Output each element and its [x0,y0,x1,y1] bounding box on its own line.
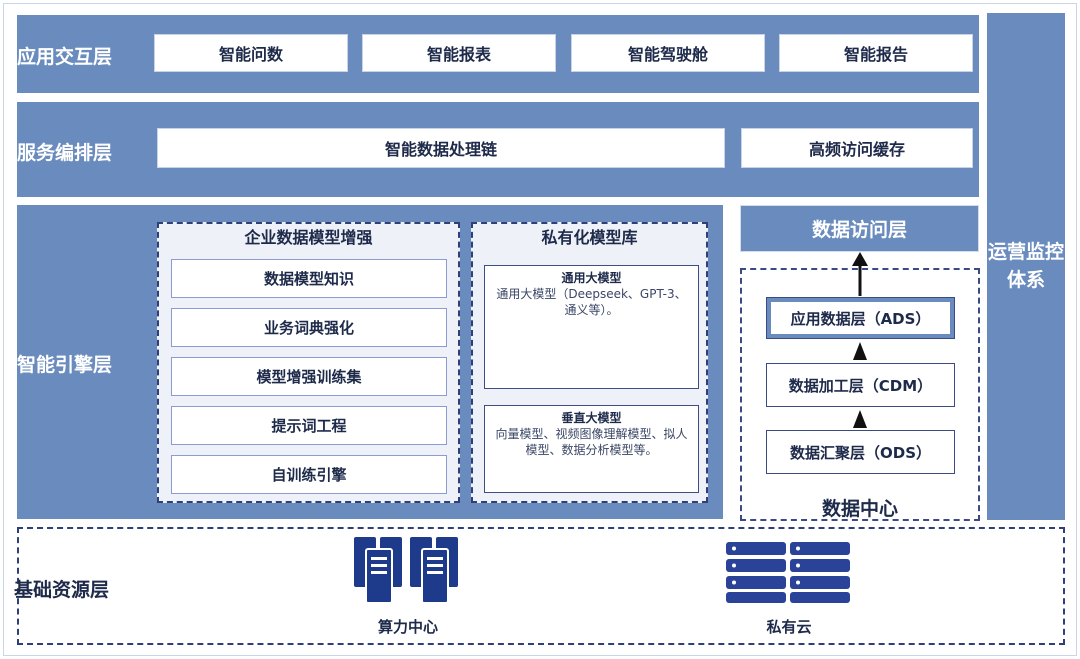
ads-layer-wrap: 应用数据层（ADS） [766,297,955,339]
service-layer-label: 服务编排层 [17,142,113,164]
ops-monitoring-line2: 体系 [1006,269,1045,291]
data-access-band [740,205,979,252]
enterprise-item-3: 模型增强训练集 [171,357,447,396]
compute-center-caption: 算力中心 [377,618,438,636]
service-item-data-chain: 智能数据处理链 [157,128,725,168]
arrow-up-icon-3 [853,410,867,428]
general-model-text: 通用大模型（Deepseek、GPT-3、通义等）。 [496,287,687,317]
app-item-smart-query: 智能问数 [154,34,348,72]
enterprise-model-title: 企业数据模型增强 [244,228,373,247]
data-access-label: 数据访问层 [811,219,907,241]
app-item-smart-report: 智能报告 [779,34,973,72]
vertical-model-title: 垂直大模型 [561,411,622,425]
server-tower-icon [354,537,458,604]
data-flow-arrows [852,252,868,428]
arrow-up-icon-2 [853,342,867,360]
vertical-model-box: 垂直大模型 向量模型、视频图像理解模型、拟人模型、数据分析模型等。 [484,405,699,493]
arrow-up-icon [852,252,868,296]
ods-layer: 数据汇聚层（ODS） [766,430,955,474]
server-stack-icon [726,542,850,603]
general-model-box: 通用大模型 通用大模型（Deepseek、GPT-3、通义等）。 [484,265,699,389]
enterprise-item-4: 提示词工程 [171,406,447,445]
ads-layer-inner [771,302,950,334]
cdm-layer: 数据加工层（CDM） [766,363,955,407]
general-model-title: 通用大模型 [561,271,622,285]
infrastructure-panel [17,527,1065,645]
ops-monitoring-label: 运营监控 体系 [985,238,1067,294]
ads-layer-label: 应用数据层（ADS） [790,310,931,328]
ops-monitoring-line1: 运营监控 [987,241,1064,263]
enterprise-item-2: 业务词典强化 [171,308,447,347]
model-library-title: 私有化模型库 [541,228,638,247]
app-item-smart-report-table: 智能报表 [362,34,556,72]
engine-layer-label: 智能引擎层 [17,354,113,376]
vertical-model-text: 向量模型、视频图像理解模型、拟人模型、数据分析模型等。 [495,427,688,457]
diagram-frame [3,3,1077,656]
private-cloud-caption: 私有云 [766,618,812,636]
infrastructure-label: 基础资源层 [14,579,110,601]
application-layer-label: 应用交互层 [17,46,113,68]
enterprise-item-5: 自训练引擎 [171,455,447,494]
enterprise-item-1: 数据模型知识 [171,259,447,298]
data-center-title: 数据中心 [821,498,898,520]
service-item-cache: 高频访问缓存 [741,128,973,168]
ops-monitoring-band [987,13,1065,520]
app-item-smart-cockpit: 智能驾驶舱 [571,34,765,72]
